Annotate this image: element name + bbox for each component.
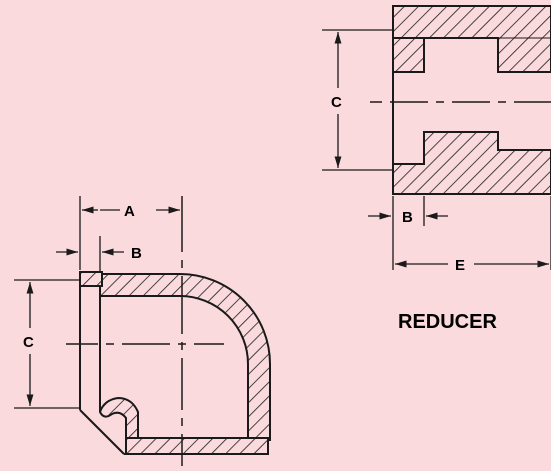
elbow-dim-b-label: B [131,245,142,262]
reducer-dim-b [368,196,448,270]
elbow-drawing [79,271,271,455]
elbow-dim-a [79,196,180,270]
elbow-dim-b [56,236,124,272]
elbow-centerlines [66,196,224,466]
elbow-dim-c-label: C [23,334,34,351]
reducer-title: REDUCER [398,311,497,333]
reducer-dim-c-label: C [331,94,342,111]
reducer-drawing [392,5,551,195]
reducer-dim-e [395,196,551,270]
reducer-dim-e-label: E [455,257,465,274]
reducer-bottom-wall [392,131,551,195]
elbow-dim-a-label: A [124,203,135,220]
reducer-dim-c [322,29,392,171]
elbow-bottom-hub [125,437,269,455]
elbow-inner-bend [98,396,139,441]
reducer-dim-b-label: B [402,209,413,226]
elbow-dim-c [14,279,80,409]
elbow-top-hub [79,271,103,287]
elbow-outer-wall [99,273,271,441]
